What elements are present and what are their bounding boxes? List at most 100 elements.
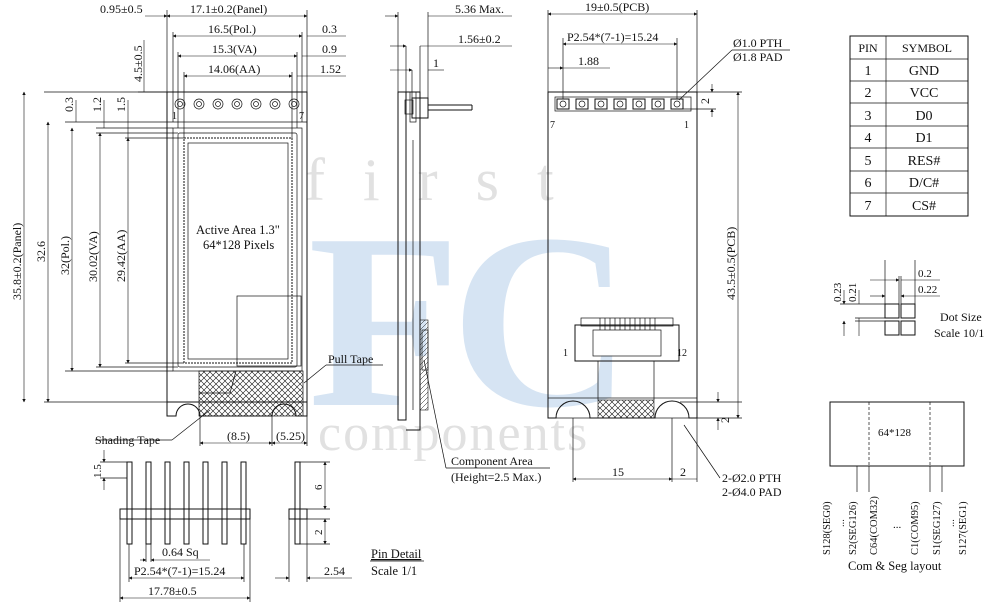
dim-pol-height: 32(Pol.) [58, 236, 72, 275]
pcb-pin-pads [554, 96, 692, 112]
watermark-logo: FC [308, 183, 621, 460]
pin-dim-1-5: 1.5 [92, 464, 104, 478]
dim-8-5: (8.5) [227, 429, 250, 443]
dim-panel-height: 35.8±0.2(Panel) [10, 223, 24, 300]
header-pins [126, 461, 247, 545]
dim-right-0-3: 0.3 [322, 22, 337, 36]
table-row: 6 D/C# [865, 176, 940, 191]
table-row: 2 VCC [865, 86, 939, 101]
dim-va-width: 15.3(VA) [212, 42, 257, 56]
seg-label-s2: S2(SEG126) [848, 501, 859, 555]
front-pin-holes [174, 98, 300, 110]
dim-1-56: 1.56±0.2 [458, 32, 501, 46]
watermark: first FC components [305, 147, 631, 462]
front-view: 1 7 Active Area 1.3" 64*128 Pixels 17.1±… [10, 2, 383, 447]
label-component-area: Component Area [451, 454, 533, 468]
seg-ellipsis-left: ... [836, 519, 847, 527]
side-view: 5.36 Max. 1.56±0.2 1 Component Area (Hei… [385, 2, 550, 484]
dim-left-offset: 0.95±0.5 [100, 2, 143, 16]
table-header-pin: PIN [858, 41, 878, 55]
dim-1-88: 1.88 [578, 54, 599, 68]
table-cell-pin: 1 [865, 64, 872, 79]
table-cell-symbol: VCC [910, 86, 939, 101]
dim-right-0-9: 0.9 [322, 42, 337, 56]
dim-15: 15 [612, 465, 624, 479]
pin-total: 17.78±0.5 [148, 584, 197, 598]
label-pull-tape: Pull Tape [328, 352, 373, 366]
dim-pcb-height: 43.5±0.5(PCB) [724, 227, 738, 300]
table-cell-pin: 2 [865, 86, 872, 101]
seg-label-s127: S127(SEG1) [958, 501, 969, 555]
dim-dot-0-23: 0.23 [832, 282, 844, 302]
table-cell-symbol: D1 [915, 131, 932, 146]
seg-ellipsis-right: ... [946, 519, 957, 527]
table-cell-pin: 4 [865, 131, 872, 146]
table-row: 5 RES# [865, 154, 941, 169]
com-seg-layout: 64*128 S128(SEG0) S2(SEG126) C64(COM32) … [822, 401, 969, 573]
dot-size-detail: 0.2 0.22 0.23 0.21 Dot Size Scale 10/1 [832, 260, 984, 340]
dim-5-25: (5.25) [276, 429, 305, 443]
active-area-line2: 64*128 Pixels [203, 238, 274, 252]
dim-2-top: 2 [698, 98, 712, 104]
pin-dim-2: 2 [313, 530, 325, 536]
label-component-height: (Height=2.5 Max.) [451, 470, 541, 484]
pcb-pin1-label: 1 [684, 120, 689, 131]
dim-dot-0-21: 0.21 [847, 283, 859, 302]
dot-size-scale: Scale 10/1 [934, 326, 984, 340]
dim-panel-width: 17.1±0.2(Panel) [190, 2, 267, 16]
pin-dim-2-54: 2.54 [324, 564, 345, 578]
label-hole-pad: 2-Ø4.0 PAD [722, 485, 782, 499]
table-cell-symbol: D0 [915, 109, 932, 124]
conn-pin12-label: 12 [677, 348, 687, 359]
table-cell-pin: 3 [865, 109, 872, 124]
dim-v-1-2: 1.2 [90, 97, 104, 112]
table-header-symbol: SYMBOL [902, 41, 952, 55]
label-pad: Ø1.8 PAD [733, 50, 783, 64]
dim-va-height: 30.02(VA) [86, 231, 100, 282]
front-pin7-label: 7 [299, 111, 304, 122]
table-cell-pin: 7 [865, 199, 872, 214]
dot-size-title: Dot Size [940, 310, 982, 324]
table-row: 1 GND [865, 64, 940, 79]
table-cell-symbol: CS# [912, 199, 936, 214]
table-row: 3 D0 [865, 109, 933, 124]
dim-1: 1 [433, 56, 439, 70]
table-cell-pin: 5 [865, 154, 872, 169]
dim-aa-height: 29.42(AA) [114, 230, 128, 282]
table-cell-symbol: RES# [908, 154, 941, 169]
dim-32-6: 32.6 [34, 241, 48, 262]
conn-pin1-label: 1 [563, 348, 568, 359]
dim-pin-length: 4.5±0.5 [131, 45, 145, 82]
dim-v-1-5: 1.5 [114, 97, 128, 112]
dim-pol-width: 16.5(Pol.) [208, 22, 256, 36]
pin-detail-scale: Scale 1/1 [371, 564, 417, 578]
dim-dot-0-22: 0.22 [918, 284, 937, 296]
dim-right-1-52: 1.52 [320, 62, 341, 76]
pcb-pin7-label: 7 [550, 120, 555, 131]
matrix-label: 64*128 [878, 427, 912, 439]
table-cell-pin: 6 [865, 176, 872, 191]
label-hole-pth: 2-Ø2.0 PTH [722, 471, 782, 485]
dim-2-bottom: 2 [718, 417, 732, 423]
dim-v-0-3: 0.3 [62, 97, 76, 112]
front-pin1-label: 1 [172, 111, 177, 122]
seg-label-s128: S128(SEG0) [822, 501, 833, 555]
table-cell-symbol: D/C# [909, 176, 939, 191]
table-row: 4 D1 [865, 131, 933, 146]
com-ellipsis: ... [893, 519, 902, 531]
com-label-c1: C1(COM95) [910, 501, 921, 555]
pin-table: PIN SYMBOL 1 GND 2 VCC 3 D0 4 D1 5 RES# … [849, 35, 969, 217]
table-row: 7 CS# [865, 199, 937, 214]
label-pth: Ø1.0 PTH [733, 36, 783, 50]
pin-pitch: P2.54*(7-1)=15.24 [134, 564, 225, 578]
watermark-brand-bottom: components [318, 405, 589, 462]
dim-dot-0-2: 0.2 [918, 268, 932, 280]
table-cell-symbol: GND [909, 64, 939, 79]
dim-2-x: 2 [680, 465, 686, 479]
pin-detail-title: Pin Detail [371, 547, 422, 561]
label-shading-tape: Shading Tape [95, 433, 160, 447]
watermark-brand-top: first [305, 147, 592, 213]
pcb-view: 7 1 1 12 19±0.5(PCB) P2.54*(7-1)=15.24 1… [547, 0, 790, 499]
dim-pcb-width: 19±0.5(PCB) [585, 0, 649, 14]
